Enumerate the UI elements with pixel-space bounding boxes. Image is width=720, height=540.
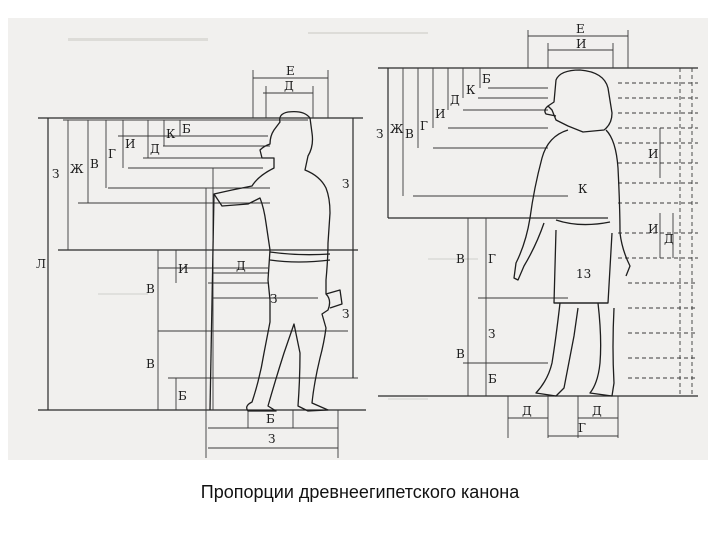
- label-D2: Д: [150, 142, 160, 156]
- label-Zh: Ж: [70, 162, 84, 176]
- rlabel-G-bottom: Г: [578, 421, 586, 435]
- rlabel-K-body: К: [578, 182, 588, 196]
- proportions-diagram: Е Д К Б Д И Г В Ж З Л З З В И Д З В Б Б …: [36, 22, 698, 458]
- left-figure-outline: [209, 110, 343, 412]
- label-Z-bottom: З: [268, 432, 275, 446]
- label-B-low: Б: [178, 389, 187, 403]
- rlabel-V-low: В: [456, 252, 465, 266]
- rlabel-13: 13: [576, 267, 591, 281]
- label-Z-right2: З: [342, 307, 349, 321]
- label-B: Б: [182, 122, 191, 136]
- label-I: И: [125, 137, 135, 151]
- rlabel-E: Е: [576, 22, 585, 36]
- rlabel-D-bottom2: Д: [592, 404, 602, 418]
- left-figure-grid: [38, 70, 366, 458]
- right-figure-labels: Е И Б К Д И Г В Ж З К 13 В Г З В Б И И Д…: [376, 22, 674, 435]
- rlabel-V: В: [405, 127, 414, 141]
- label-B-bottom: Б: [266, 412, 275, 426]
- rlabel-Z-low: З: [488, 327, 495, 341]
- label-G: Г: [108, 147, 116, 161]
- rlabel-Zh: Ж: [390, 122, 404, 136]
- rlabel-I-side: И: [648, 147, 658, 161]
- label-V-low2: В: [146, 357, 155, 371]
- label-I-lower: И: [178, 262, 188, 276]
- rlabel-B-low: Б: [488, 372, 497, 386]
- left-figure-labels: Е Д К Б Д И Г В Ж З Л З З В И Д З В Б Б …: [36, 64, 349, 446]
- rlabel-D-bottom1: Д: [522, 404, 532, 418]
- right-figure-grid: [378, 30, 698, 438]
- canon-diagram-scan: Е Д К Б Д И Г В Ж З Л З З В И Д З В Б Б …: [8, 18, 708, 460]
- label-D-lower: Д: [236, 259, 246, 273]
- slide-caption: Пропорции древнеегипетского канона: [200, 482, 520, 502]
- right-figure-outline: [513, 69, 631, 397]
- label-Z-mid: З: [270, 292, 277, 306]
- rlabel-D-side: Д: [664, 232, 674, 246]
- label-V: В: [90, 157, 99, 171]
- rlabel-I: И: [576, 37, 586, 51]
- rlabel-K: К: [466, 83, 476, 97]
- rlabel-I-side2: И: [648, 222, 658, 236]
- label-Z-right: З: [342, 177, 349, 191]
- label-V-lower: В: [146, 282, 155, 296]
- rlabel-Z: З: [376, 127, 383, 141]
- rlabel-V-low2: В: [456, 347, 465, 361]
- rlabel-I2: И: [435, 107, 445, 121]
- label-E: Е: [286, 64, 295, 78]
- paper-noise: [68, 32, 478, 400]
- label-L: Л: [36, 257, 46, 271]
- rlabel-B: Б: [482, 72, 491, 86]
- label-D: Д: [284, 79, 294, 93]
- label-K: К: [166, 127, 176, 141]
- rlabel-G-low: Г: [488, 252, 496, 266]
- rlabel-G: Г: [420, 119, 428, 133]
- rlabel-D: Д: [450, 93, 460, 107]
- label-Z: З: [52, 167, 59, 181]
